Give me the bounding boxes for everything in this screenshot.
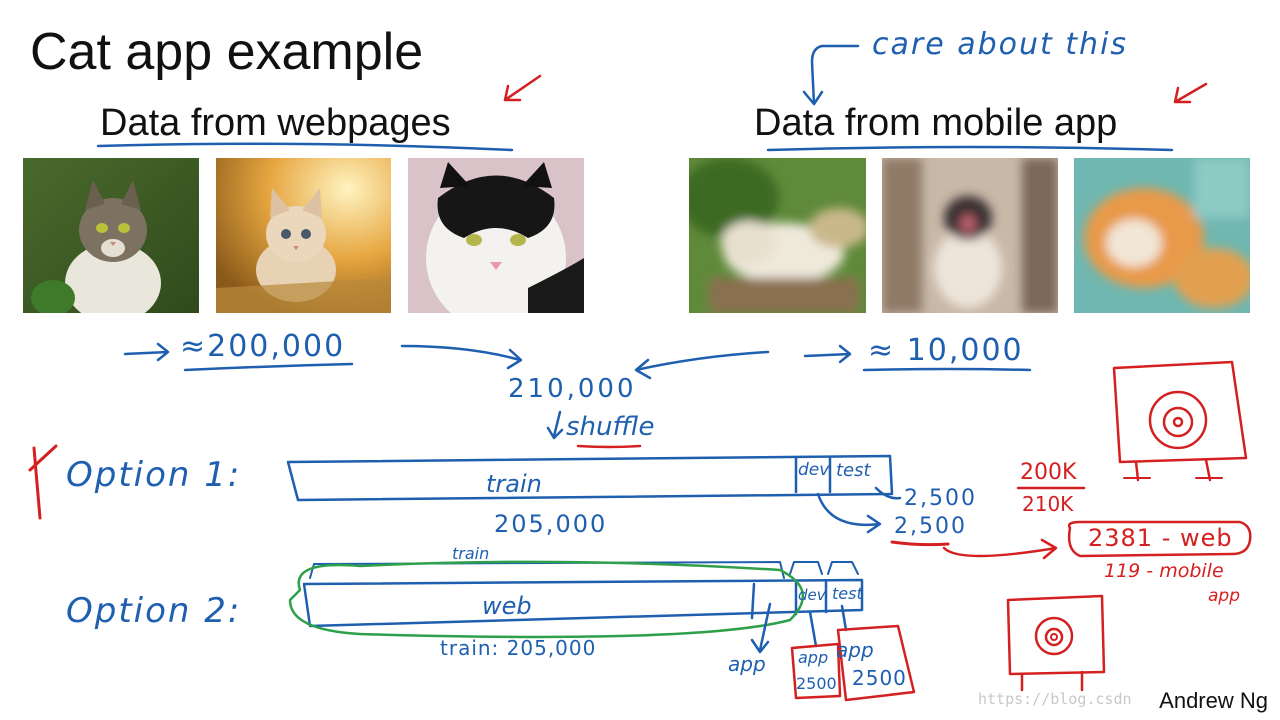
option2-dev-app: app (798, 648, 829, 667)
heading-mobile-data: Data from mobile app (754, 102, 1118, 144)
target-sketch-1 (1112, 360, 1248, 482)
ratio-numerator: 200K (1020, 460, 1077, 485)
underline-web-heading (96, 142, 514, 152)
option2-app-arrow (750, 602, 772, 654)
option1-bar (286, 454, 894, 502)
option1-dev-size: 2,500 (894, 514, 967, 539)
option1-dev-label: dev (798, 460, 830, 480)
underline-mobile-heading (766, 145, 1174, 152)
option2-web-label: web (482, 592, 532, 620)
watermark-url: https://blog.csdn (978, 690, 1132, 708)
option2-test-box (836, 624, 916, 702)
note-web-count: ≈200,000 (180, 329, 346, 364)
option1-test-label: test (836, 460, 871, 481)
option2-app-divider (750, 582, 756, 620)
option2-dev-brace (789, 561, 859, 575)
red-arrow-mobile (1173, 82, 1208, 104)
split-web-box (1067, 520, 1252, 558)
web-cat-photo-1 (23, 158, 199, 313)
slide-title: Cat app example (30, 23, 424, 81)
arrow-from-mobile (634, 350, 770, 380)
shuffle-red-underline (576, 444, 642, 449)
option2-dev-label: dev (798, 586, 826, 604)
arrow-web-count (123, 342, 170, 362)
option1-train-size: 205,000 (494, 510, 608, 538)
option1-train-label: train (486, 470, 542, 498)
label-option-2: Option 2: (66, 591, 242, 631)
mobile-cat-photo-3 (1074, 158, 1250, 313)
dev-red-underline (890, 540, 950, 547)
option2-test-label: test (832, 584, 863, 603)
option1-cross (28, 444, 58, 520)
split-mobile: 119 - mobile (1104, 560, 1224, 582)
option2-train-size: train: 205,000 (440, 636, 597, 660)
option2-train-ellipse (288, 560, 805, 639)
shuffle-arrow (546, 410, 564, 440)
arrow-mobile-count (803, 344, 852, 364)
option1-test-size: 2,500 (904, 486, 977, 511)
option2-dev-box (790, 642, 842, 700)
option1-dev-arrow (816, 492, 882, 534)
dev-red-arrow (942, 538, 1058, 560)
author-credit: Andrew Ng (1159, 688, 1268, 713)
option1-test-arrow (874, 486, 902, 500)
label-option-1: Option 1: (66, 455, 242, 495)
option2-test-arrow (840, 604, 848, 632)
split-app: app (1208, 586, 1240, 606)
option2-test-app: app (836, 638, 874, 662)
option2-dev-size: 2500 (796, 674, 837, 693)
option2-train-label: train (452, 544, 490, 563)
web-cat-photo-2 (216, 158, 391, 313)
care-arrow (802, 44, 860, 106)
option2-app-label: app (728, 652, 766, 676)
web-cat-photo-3 (408, 158, 584, 313)
note-total: 210,000 (508, 374, 637, 404)
note-mobile-count: ≈ 10,000 (868, 333, 1024, 368)
note-care-about-this: care about this (872, 27, 1129, 62)
option2-bar (302, 578, 864, 628)
underline-mobile-count (862, 367, 1032, 372)
option2-test-size: 2500 (852, 666, 907, 690)
mobile-cat-photo-1 (689, 158, 866, 313)
split-web: 2381 - web (1088, 524, 1233, 552)
mobile-cat-photo-2 (882, 158, 1058, 313)
target-sketch-2 (1006, 594, 1106, 692)
option2-dev-arrow (808, 610, 818, 648)
heading-web-data: Data from webpages (100, 102, 451, 144)
underline-web-count (183, 362, 354, 372)
arrow-to-total (400, 344, 523, 370)
ratio-denominator: 210K (1022, 492, 1074, 516)
red-arrow-web (503, 74, 542, 102)
note-shuffle: shuffle (566, 412, 655, 442)
